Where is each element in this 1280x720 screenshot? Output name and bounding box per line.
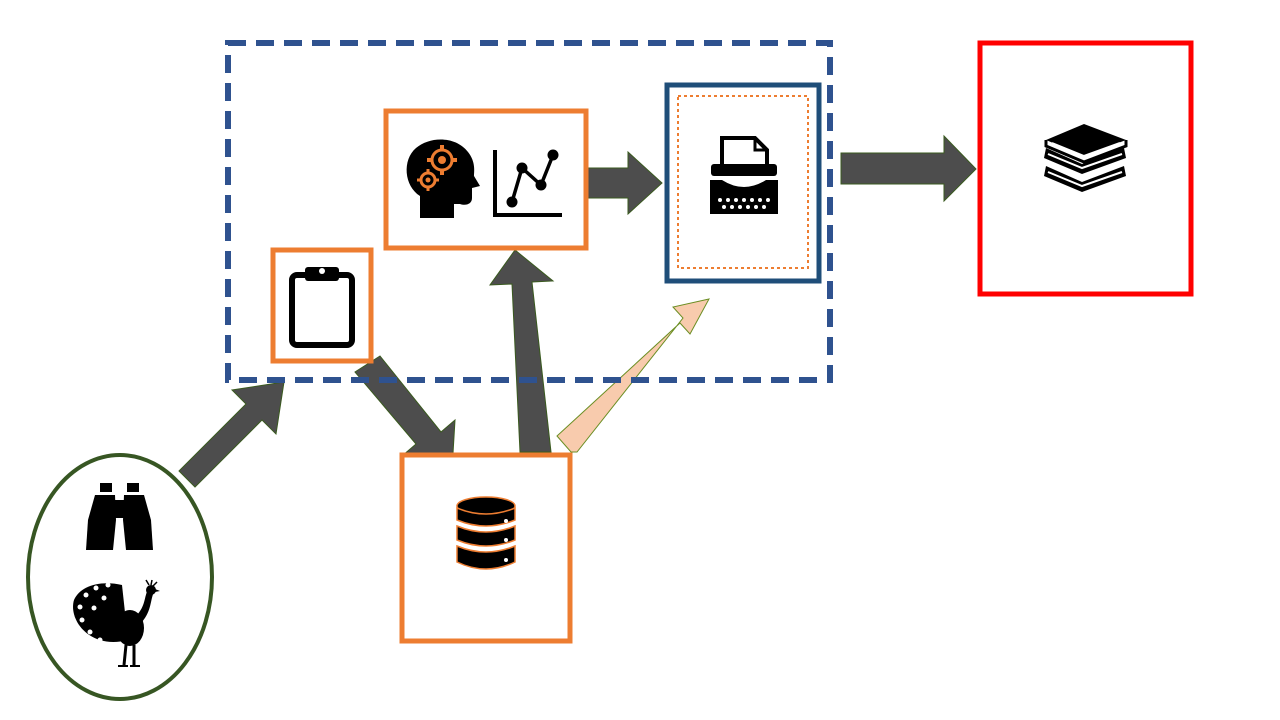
database-icon (456, 496, 516, 570)
clipboard-icon (289, 267, 355, 348)
arrow-report-to-publication (840, 134, 977, 203)
brain-gears-icon (406, 139, 480, 218)
books-icon (1044, 124, 1128, 192)
observation-source[interactable] (26, 453, 214, 701)
arrow-analysis-to-report (584, 150, 663, 216)
line-chart-icon (493, 149, 562, 217)
publication-box[interactable] (977, 40, 1194, 297)
processing-group (225, 40, 833, 383)
task-clipboard-box[interactable] (270, 247, 374, 364)
arrow-database-to-analysis (488, 249, 555, 453)
arrow-observation-to-group (178, 381, 285, 488)
binoculars-icon (86, 483, 153, 550)
arrow-clipboard-to-database (354, 355, 456, 471)
arrow-database-to-report (556, 298, 710, 453)
database-box[interactable] (399, 452, 573, 644)
analysis-box[interactable] (383, 108, 589, 251)
peacock-icon (73, 579, 160, 667)
report-writing-box[interactable] (664, 82, 822, 284)
typewriter-icon (710, 136, 778, 214)
